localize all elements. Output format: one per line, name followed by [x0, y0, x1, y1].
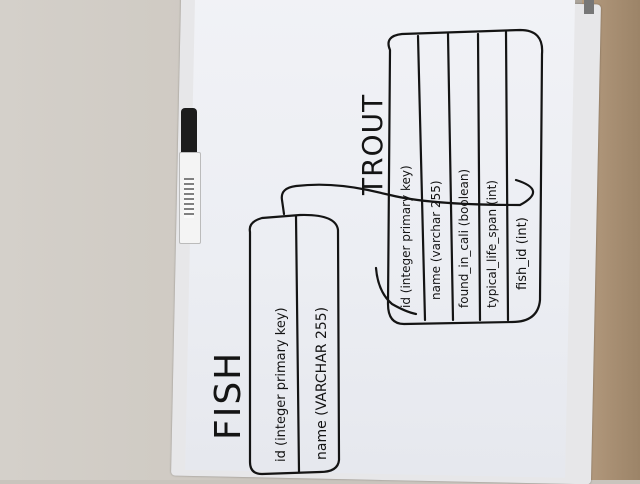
fish-table-box — [248, 213, 341, 476]
trout-field-typical-life-span: typical_life_span (int) — [485, 180, 499, 308]
marker-cap — [181, 108, 197, 154]
fish-table-divider — [294, 214, 301, 474]
trout-field-fish-id: fish_id (int) — [515, 217, 530, 290]
marker-label — [184, 178, 194, 218]
dry-erase-marker — [178, 108, 201, 248]
trout-table-divider-4 — [504, 30, 510, 322]
fish-field-id: id (integer primary key) — [274, 307, 289, 462]
trout-table-divider-3 — [476, 32, 482, 322]
trout-table-divider-1 — [416, 34, 427, 322]
trout-field-found-in-cali: found_in_cali (boolean) — [457, 169, 471, 308]
relationship-connector — [280, 178, 535, 216]
relationship-connector-loop — [374, 266, 418, 316]
fish-table-title: FISH — [208, 351, 249, 440]
trout-field-name: name (varchar 255) — [429, 180, 443, 300]
trout-table-title: TROUT — [356, 94, 389, 196]
board-clip — [584, 0, 594, 14]
trout-table-box — [386, 28, 544, 326]
trout-table-divider-2 — [446, 32, 455, 322]
trout-field-id: id (integer primary key) — [399, 165, 413, 308]
fish-field-name: name (VARCHAR 255) — [314, 307, 330, 460]
